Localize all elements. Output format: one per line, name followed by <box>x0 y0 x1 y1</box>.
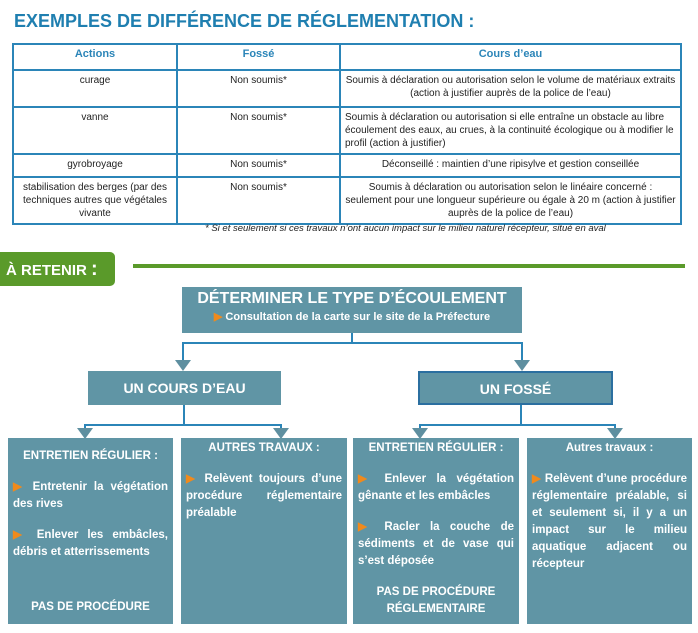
connector <box>614 424 616 430</box>
retenir-badge: À RETENIR : <box>0 252 115 286</box>
triangle-bullet-icon: ▶ <box>13 481 26 493</box>
cell: Non soumis* <box>176 106 341 155</box>
triangle-bullet-icon: ▶ <box>13 529 28 541</box>
table-header-row: Actions Fossé Cours d’eau <box>12 43 682 71</box>
arrow-down-icon <box>412 428 428 439</box>
flow-top-box: DÉTERMINER LE TYPE D’ÉCOULEMENT ▶ Consul… <box>182 287 522 333</box>
connector <box>419 424 421 430</box>
card-fosse-entretien: ENTRETIEN RÉGULIER : ▶ Enlever la végéta… <box>353 438 519 624</box>
cell: curage <box>12 69 178 108</box>
connector <box>84 424 282 426</box>
card-foot: PAS DE PROCÉDURE <box>31 601 150 613</box>
retenir-colon: : <box>91 258 98 280</box>
card-item: Relèvent d’une procédure réglementaire p… <box>532 473 687 570</box>
connector <box>520 405 522 425</box>
connector <box>521 342 523 362</box>
card-item: Relèvent toujours d’une procédure réglem… <box>186 473 342 519</box>
table-row: stabilisation des berges (par des techni… <box>12 176 682 225</box>
regulation-table: Actions Fossé Cours d’eau curage Non sou… <box>12 43 682 225</box>
flow-top-sub: Consultation de la carte sur le site de … <box>225 311 491 323</box>
card-item: Entretenir la végétation des rives <box>13 481 168 510</box>
cell: stabilisation des berges (par des techni… <box>12 176 178 225</box>
card-head: AUTRES TRAVAUX : <box>208 442 320 454</box>
connector <box>182 342 184 362</box>
table-row: vanne Non soumis* Soumis à déclaration o… <box>12 106 682 155</box>
divider-line <box>133 264 685 268</box>
cell: gyrobroyage <box>12 153 178 178</box>
card-head: ENTRETIEN RÉGULIER : <box>23 450 158 462</box>
triangle-bullet-icon: ▶ <box>213 311 223 323</box>
flow-top-title: DÉTERMINER LE TYPE D’ÉCOULEMENT <box>197 290 507 307</box>
card-fosse-autres: Autres travaux : ▶ Relèvent d’une procéd… <box>527 438 692 624</box>
cell: Soumis à déclaration ou autorisation si … <box>339 106 682 155</box>
arrow-down-icon <box>607 428 623 439</box>
arrow-down-icon <box>273 428 289 439</box>
connector <box>351 333 353 343</box>
card-item: Racler la couche de sédiments et de vase… <box>358 521 514 567</box>
cell: Non soumis* <box>176 153 341 178</box>
card-head: ENTRETIEN RÉGULIER : <box>368 442 504 454</box>
cell: Soumis à déclaration ou autorisation sel… <box>339 176 682 225</box>
arrow-down-icon <box>175 360 191 371</box>
header-actions: Actions <box>12 43 178 71</box>
connector <box>280 424 282 430</box>
retenir-label: À RETENIR <box>6 262 87 279</box>
triangle-bullet-icon: ▶ <box>358 473 375 485</box>
triangle-bullet-icon: ▶ <box>532 473 542 485</box>
connector <box>84 424 86 430</box>
cell: Non soumis* <box>176 176 341 225</box>
table-row: curage Non soumis* Soumis à déclaration … <box>12 69 682 108</box>
arrow-down-icon <box>77 428 93 439</box>
cell: Déconseillé : maintien d’une ripisylve e… <box>339 153 682 178</box>
card-cours-eau-entretien: ENTRETIEN RÉGULIER : ▶ Entretenir la vég… <box>8 438 173 624</box>
connector <box>183 405 185 425</box>
fosse-box: UN FOSSÉ <box>418 371 613 405</box>
header-fosse: Fossé <box>176 43 341 71</box>
card-item: Enlever la végétation gênante et les emb… <box>358 473 514 502</box>
card-head: Autres travaux : <box>565 442 654 454</box>
card-foot: PAS DE PROCÉDURE RÉGLEMENTAIRE <box>376 586 496 615</box>
footnote: * Si et seulement si ces travaux n’ont a… <box>205 223 606 234</box>
triangle-bullet-icon: ▶ <box>358 521 375 533</box>
triangle-bullet-icon: ▶ <box>186 473 199 485</box>
header-cours-eau: Cours d’eau <box>339 43 682 71</box>
cell: vanne <box>12 106 178 155</box>
connector <box>419 424 616 426</box>
card-item: Enlever les embâcles, débris et atterris… <box>13 529 168 558</box>
page-title: EXEMPLES DE DIFFÉRENCE DE RÉGLEMENTATION… <box>14 11 475 31</box>
table-row: gyrobroyage Non soumis* Déconseillé : ma… <box>12 153 682 178</box>
arrow-down-icon <box>514 360 530 371</box>
cell: Soumis à déclaration ou autorisation sel… <box>339 69 682 108</box>
cell: Non soumis* <box>176 69 341 108</box>
card-cours-eau-autres: AUTRES TRAVAUX : ▶ Relèvent toujours d’u… <box>181 438 347 624</box>
connector <box>182 342 523 344</box>
cours-eau-box: UN COURS D’EAU <box>88 371 281 405</box>
